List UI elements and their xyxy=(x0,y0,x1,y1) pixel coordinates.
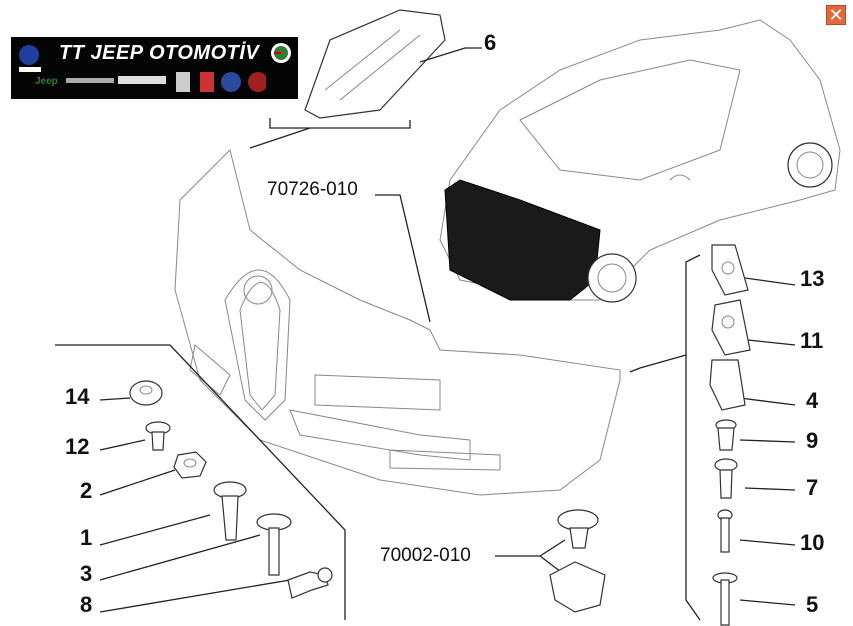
callout-70726-010: 70726-010 xyxy=(267,179,358,200)
part-10-bolt[interactable] xyxy=(717,509,733,553)
callout-14: 14 xyxy=(65,384,90,409)
callout-1: 1 xyxy=(80,525,92,550)
brand-logos-row xyxy=(66,72,266,92)
part-3-bolt[interactable] xyxy=(256,513,292,576)
leader-lines xyxy=(99,47,796,613)
callout-6: 6 xyxy=(484,30,496,55)
part-11-clip[interactable] xyxy=(711,299,751,356)
callout-7: 7 xyxy=(806,475,818,500)
mopar-logo-icon xyxy=(19,45,41,72)
callout-8: 8 xyxy=(80,592,92,617)
close-icon: ✕ xyxy=(828,5,844,25)
jeep-logo: Jeep xyxy=(35,76,58,87)
callout-2: 2 xyxy=(80,478,92,503)
callout-70002-010: 70002-010 xyxy=(380,545,471,566)
callout-11: 11 xyxy=(800,328,823,353)
group-divider-right xyxy=(685,254,701,621)
callout-9: 9 xyxy=(806,428,818,453)
part-7-screw[interactable] xyxy=(714,458,738,499)
callout-10: 10 xyxy=(800,530,824,555)
part-8-push-pin[interactable] xyxy=(287,567,333,599)
logo-title: TT JEEP OTOMOTİV xyxy=(59,42,260,64)
callout-4: 4 xyxy=(806,388,819,413)
chrysler-logo-icon xyxy=(66,78,114,83)
maserati-logo-icon xyxy=(200,72,214,92)
callout-5: 5 xyxy=(806,592,818,617)
part-2-nut[interactable] xyxy=(173,451,207,479)
fiat-logo-icon xyxy=(248,72,266,92)
part-6-bracket[interactable] xyxy=(304,9,446,119)
part-14-grommet[interactable] xyxy=(129,380,163,406)
group-divider-left xyxy=(55,344,346,620)
part-5-rivet[interactable] xyxy=(712,572,738,626)
ram-logo-icon xyxy=(176,72,190,92)
part-1-screw[interactable] xyxy=(213,481,247,541)
close-button[interactable]: ✕ xyxy=(826,5,846,25)
car-illustration[interactable] xyxy=(439,19,841,303)
callout-3: 3 xyxy=(80,561,92,586)
lancia-logo-icon xyxy=(221,72,241,92)
alfa-romeo-logo-icon xyxy=(271,43,291,63)
part-4-clip[interactable] xyxy=(709,359,746,411)
front-bumper[interactable] xyxy=(174,149,621,496)
part-70002-010-fastener[interactable] xyxy=(549,509,606,613)
callout-13: 13 xyxy=(800,266,824,291)
callout-12: 12 xyxy=(65,434,89,459)
dealer-logo-banner: TT JEEP OTOMOTİV Jeep xyxy=(11,37,298,99)
dodge-logo-icon xyxy=(118,76,166,84)
part-9-plug[interactable] xyxy=(715,419,737,451)
part-13-clip[interactable] xyxy=(711,244,749,296)
part-12-stud[interactable] xyxy=(145,421,171,451)
